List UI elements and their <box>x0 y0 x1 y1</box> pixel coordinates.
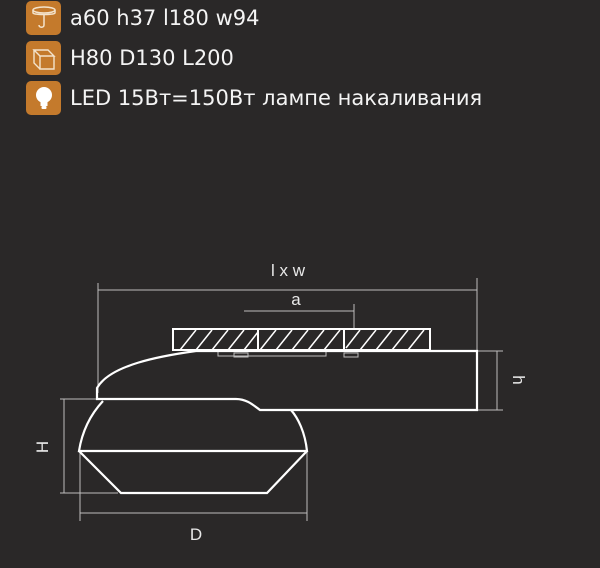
shade-upper <box>77 400 309 453</box>
light-bulb-icon <box>26 80 61 115</box>
box-dimensions-icon <box>26 40 61 75</box>
ceiling-plate <box>172 328 431 351</box>
a-label: a <box>291 290 301 309</box>
h-label: h <box>509 375 528 384</box>
lamp-power-text: LED 15Вт=150Вт лампе накаливания <box>70 85 483 110</box>
lamp-body <box>77 349 479 495</box>
spec-row-mounting: a60 h37 l180 w94 <box>26 0 259 35</box>
ceiling-mount-icon <box>26 0 61 35</box>
H-label: H <box>33 441 52 453</box>
spec-row-lamp: LED 15Вт=150Вт лампе накаливания <box>26 80 482 115</box>
mounting-dimensions-text: a60 h37 l180 w94 <box>70 5 260 30</box>
D-label: D <box>190 525 202 544</box>
spec-row-dimensions: H80 D130 L200 <box>26 40 234 75</box>
shade-lower <box>78 450 308 495</box>
lxw-label: l x w <box>271 261 306 280</box>
product-dimensions-text: H80 D130 L200 <box>70 45 234 70</box>
dimension-lines <box>60 278 503 521</box>
arm-outline <box>95 349 479 412</box>
